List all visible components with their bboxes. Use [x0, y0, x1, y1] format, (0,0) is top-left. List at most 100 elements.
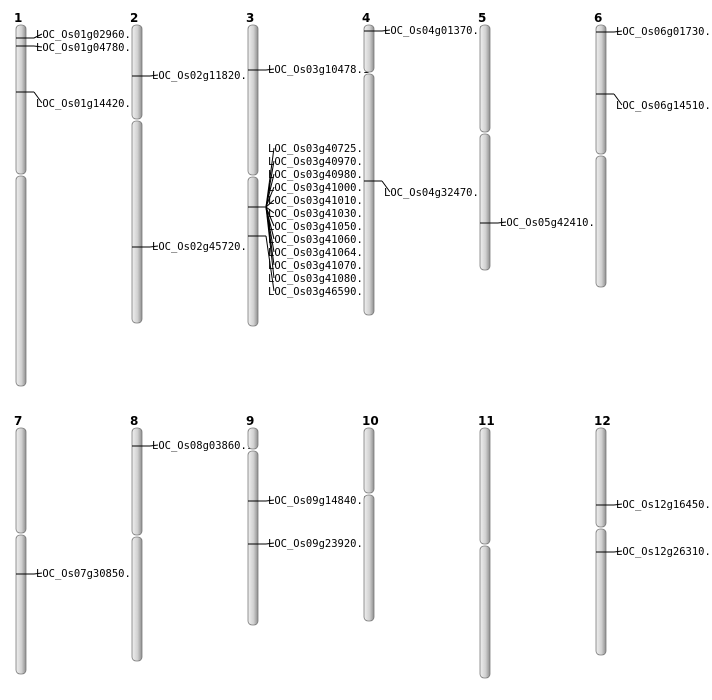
gene-label: LOC_Os01g02960.1	[36, 29, 137, 41]
gene-label: LOC_Os01g14420.1	[36, 98, 137, 110]
gene-connector	[381, 29, 391, 32]
gene-label: LOC_Os03g41030.1	[268, 208, 369, 220]
chromosome-arm-short	[247, 427, 259, 450]
chromosome-arm-short	[247, 24, 259, 176]
gene-label: LOC_Os09g23920.1	[268, 538, 369, 550]
gene-connector	[33, 33, 43, 39]
gene-connector	[265, 499, 275, 502]
gene-connector	[265, 206, 275, 214]
gene-connector	[265, 206, 275, 227]
chromosome-arm-long	[15, 534, 27, 675]
chromosome-arm-short	[15, 24, 27, 175]
chromosome-number: 7	[14, 414, 22, 428]
gene-connector	[33, 572, 43, 575]
chromosome-arm-short	[131, 427, 143, 536]
gene-label: LOC_Os03g40970.1	[268, 156, 369, 168]
chromosome-number: 11	[478, 414, 495, 428]
chromosome-number: 1	[14, 11, 22, 25]
chromosome-number: 3	[246, 11, 254, 25]
chromosome-arm-long	[247, 450, 259, 626]
gene-connector	[265, 235, 275, 292]
chromosome-1: 1LOC_Os01g02960.1LOC_Os01g04780.1LOC_Os0…	[14, 11, 137, 387]
gene-label: LOC_Os02g45720.1	[152, 241, 253, 253]
gene-connector	[613, 503, 623, 506]
chromosome-arm-short	[363, 427, 375, 494]
gene-label: LOC_Os03g41060.1	[268, 234, 369, 246]
gene-connector	[265, 68, 275, 71]
gene-label: LOC_Os03g10478.1	[268, 64, 369, 76]
gene-connector	[149, 444, 159, 447]
gene-label: LOC_Os06g01730.1	[616, 26, 712, 38]
chromosome-arm-long	[595, 155, 607, 288]
chromosome-number: 5	[478, 11, 486, 25]
gene-label: LOC_Os04g32470.1	[384, 187, 485, 199]
chromosome-number: 8	[130, 414, 138, 428]
gene-connector	[613, 30, 623, 33]
gene-label: LOC_Os03g41010.1	[268, 195, 369, 207]
chromosome-number: 10	[362, 414, 379, 428]
chromosome-number: 4	[362, 11, 370, 25]
gene-connector	[613, 550, 623, 553]
gene-label: LOC_Os03g41070.1	[268, 260, 369, 272]
chromosome-arm-short	[363, 24, 375, 73]
gene-label: LOC_Os03g41000.1	[268, 182, 369, 194]
gene-label: LOC_Os03g41050.1	[268, 221, 369, 233]
gene-label: LOC_Os04g01370.1	[384, 25, 485, 37]
gene-label: LOC_Os03g40980.1	[268, 169, 369, 181]
chromosome-3: 3LOC_Os03g10478.1LOC_Os03g40725.1LOC_Os0…	[246, 11, 369, 327]
gene-connector	[265, 542, 275, 545]
gene-label: LOC_Os12g16450.1	[616, 499, 712, 511]
chromosome-arm-long	[131, 536, 143, 662]
gene-connector	[265, 173, 275, 208]
gene-label: LOC_Os03g41064.1	[268, 247, 369, 259]
chromosome-arm-long	[479, 133, 491, 271]
gene-label: LOC_Os12g26310.1	[616, 546, 712, 558]
gene-label: LOC_Os08g03860.1	[152, 440, 253, 452]
chromosome-arm-long	[595, 528, 607, 656]
chromosome-arm-short	[479, 24, 491, 133]
chromosome-arm-short	[595, 427, 607, 528]
gene-connector	[265, 206, 275, 279]
chromosome-arm-long	[363, 73, 375, 316]
gene-label: LOC_Os03g46590.1	[268, 286, 369, 298]
gene-connector	[33, 45, 43, 48]
chromosome-number: 2	[130, 11, 138, 25]
gene-label: LOC_Os02g11820.1	[152, 70, 253, 82]
gene-connector	[149, 74, 159, 77]
chromosome-arm-long	[131, 120, 143, 324]
gene-label: LOC_Os01g04780.1	[36, 42, 137, 54]
chromosome-arm-short	[595, 24, 607, 155]
chromosome-arm-short	[15, 427, 27, 534]
chromosome-arm-short	[479, 427, 491, 545]
chromosome-arm-long	[247, 176, 259, 327]
chromosome-number: 12	[594, 414, 611, 428]
gene-connector	[613, 93, 623, 106]
gene-label: LOC_Os05g42410.1	[500, 217, 601, 229]
gene-connector	[497, 221, 507, 224]
gene-label: LOC_Os03g41080.1	[268, 273, 369, 285]
chromosome-arm-long	[363, 494, 375, 622]
gene-label: LOC_Os03g40725.1	[268, 143, 369, 155]
gene-connector	[149, 245, 159, 248]
chromosome-10: 10	[362, 414, 379, 622]
chromosome-number: 6	[594, 11, 602, 25]
gene-connector	[265, 186, 275, 208]
chromosome-arm-long	[479, 545, 491, 679]
gene-connector	[33, 91, 43, 104]
gene-connector	[265, 199, 275, 208]
chromosome-arm-long	[15, 175, 27, 387]
chromosome-number: 9	[246, 414, 254, 428]
gene-label: LOC_Os09g14840.1	[268, 495, 369, 507]
gene-label: LOC_Os06g14510.1	[616, 100, 712, 112]
gene-connector	[381, 180, 391, 193]
chromosome-11: 11	[478, 414, 495, 679]
